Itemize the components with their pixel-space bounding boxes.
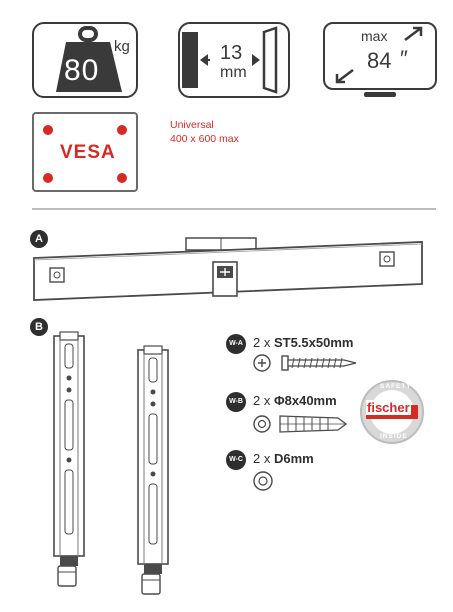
fischer-brand: fischer	[366, 400, 411, 415]
section-divider	[32, 208, 436, 210]
vesa-note-line2: 400 x 600 max	[170, 133, 239, 145]
weight-unit: kg	[114, 38, 130, 55]
depth-box: 13 mm	[178, 22, 290, 98]
hardware-code-wc: W-C	[226, 450, 246, 470]
weight-capacity-box: 80 kg	[32, 22, 138, 98]
section-b-badge: B	[30, 318, 48, 336]
hardware-code-wa: W-A	[226, 334, 246, 354]
screen-size-box: max 84 ″	[323, 22, 437, 90]
vertical-bracket-right	[137, 345, 169, 595]
screen-size-prefix: max	[361, 28, 388, 44]
screen-size-unit: ″	[399, 46, 407, 71]
hardware-wc-spec: D6mm	[273, 451, 314, 466]
wall-plug-icon	[253, 415, 348, 433]
screw-icon	[253, 354, 357, 372]
hardware-wc-qty: 2 x	[253, 451, 271, 466]
vesa-label: VESA	[60, 142, 116, 163]
section-a-badge: A	[30, 230, 48, 248]
fischer-ring-bottom: INSIDE	[380, 433, 408, 440]
hardware-wa-label: 2 x ST5.5x50mm	[253, 335, 353, 350]
depth-unit: mm	[220, 64, 247, 81]
screen-size-value: 84	[367, 48, 392, 73]
weight-icon	[56, 26, 122, 92]
vesa-holes-icon	[43, 125, 127, 183]
tv-stand-icon	[364, 92, 396, 97]
hardware-wa-spec: ST5.5x50mm	[273, 335, 354, 350]
tv-profile-icon	[182, 26, 278, 94]
weight-value: 80	[64, 54, 100, 87]
vertical-bracket-left	[53, 331, 85, 587]
washer-icon	[253, 471, 273, 491]
hardware-wa-qty: 2 x	[253, 335, 271, 350]
fischer-ring-top: SAFETY	[380, 383, 412, 390]
hardware-wc-label: 2 x D6mm	[253, 451, 314, 466]
vesa-note-line1: Universal	[170, 119, 214, 131]
vesa-box: VESA	[32, 112, 138, 192]
wall-rail	[33, 237, 423, 301]
fischer-safety-badge: SAFETY INSIDE fischer	[360, 380, 424, 444]
hardware-wb-spec: Φ8x40mm	[273, 393, 337, 408]
depth-value: 13	[220, 42, 243, 64]
hardware-wb-label: 2 x Φ8x40mm	[253, 393, 337, 408]
diagonal-arrows-icon	[335, 26, 423, 84]
hardware-wb-qty: 2 x	[253, 393, 271, 408]
hardware-code-wb: W-B	[226, 392, 246, 412]
